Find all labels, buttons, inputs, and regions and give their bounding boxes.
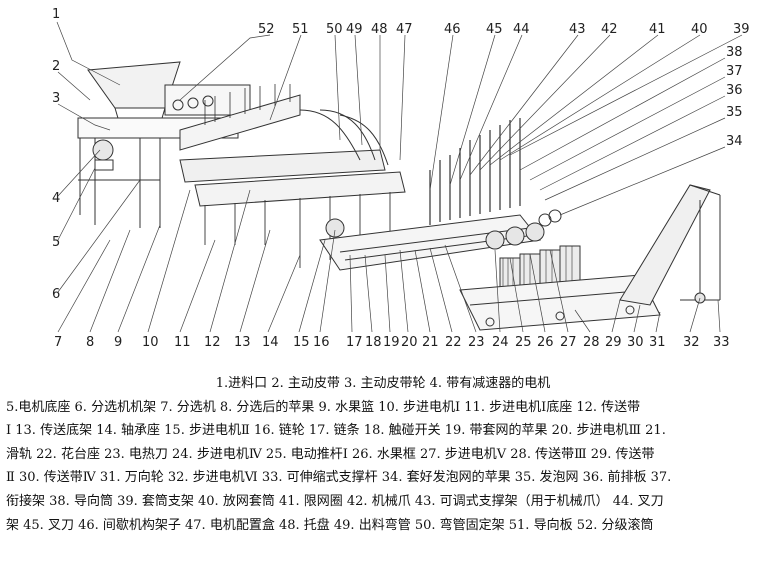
callout-number: 18	[365, 335, 382, 350]
callout-number: 25	[515, 335, 532, 350]
callout-number: 29	[605, 335, 622, 350]
callout-number: 2	[52, 59, 60, 74]
callout-number: 45	[486, 22, 503, 37]
callout-number: 13	[234, 335, 251, 350]
callout-number: 42	[601, 22, 618, 37]
callout-number: 36	[726, 83, 743, 98]
callout-number: 17	[346, 335, 363, 350]
callout-number: 16	[313, 335, 330, 350]
callout-number: 6	[52, 287, 60, 302]
callout-number: 10	[142, 335, 159, 350]
callout-number: 15	[293, 335, 310, 350]
caption-line: 滑轨 22. 花台座 23. 电热刀 24. 步进电机Ⅳ 25. 电动推杆Ⅰ 2…	[6, 446, 655, 462]
callout-number: 20	[401, 335, 418, 350]
callout-number: 44	[513, 22, 530, 37]
callout-number: 38	[726, 45, 743, 60]
callout-number: 49	[346, 22, 363, 37]
figure-caption: 1.进料口 2. 主动皮带 3. 主动皮带轮 4. 带有减速器的电机 5.电机底…	[6, 372, 760, 537]
callout-number: 32	[683, 335, 700, 350]
caption-line: Ⅱ 30. 传送带Ⅳ 31. 万向轮 32. 步进电机Ⅵ 33. 可伸缩式支撑杆…	[6, 470, 672, 486]
machine-illustration	[77, 61, 721, 331]
callout-number: 23	[468, 335, 485, 350]
callout-number: 26	[537, 335, 554, 350]
callout-number: 5	[52, 235, 60, 250]
callout-number: 30	[627, 335, 644, 350]
caption-line: Ⅰ 13. 传送底架 14. 轴承座 15. 步进电机Ⅱ 16. 链轮 17. …	[6, 423, 666, 439]
callout-numbers: 1 52 51 50 49 48 47 46 45 44 43 42 41 40…	[52, 7, 750, 350]
callout-number: 14	[262, 335, 279, 350]
callout-number: 37	[726, 64, 743, 79]
callout-number: 19	[383, 335, 400, 350]
callout-number: 52	[258, 22, 275, 37]
callout-number: 35	[726, 105, 743, 120]
callout-number: 7	[54, 335, 62, 350]
callout-number: 4	[52, 191, 60, 206]
callout-number: 24	[492, 335, 509, 350]
callout-number: 34	[726, 134, 743, 149]
callout-number: 39	[733, 22, 750, 37]
callout-number: 21	[422, 335, 439, 350]
callout-number: 41	[649, 22, 666, 37]
callout-number: 27	[560, 335, 577, 350]
callout-number: 12	[204, 335, 221, 350]
callout-number: 47	[396, 22, 413, 37]
callout-number: 22	[445, 335, 462, 350]
callout-number: 8	[86, 335, 94, 350]
callout-number: 51	[292, 22, 309, 37]
callout-number: 11	[174, 335, 191, 350]
caption-line: 5.电机底座 6. 分选机机架 7. 分选机 8. 分选后的苹果 9. 水果篮 …	[6, 399, 641, 415]
caption-line: 1.进料口 2. 主动皮带 3. 主动皮带轮 4. 带有减速器的电机	[215, 376, 551, 391]
callout-number: 9	[114, 335, 122, 350]
callout-leaders	[56, 21, 743, 333]
callout-number: 46	[444, 22, 461, 37]
callout-number: 40	[691, 22, 708, 37]
callout-number: 1	[52, 7, 60, 22]
machine-assembly-drawing: 1 52 51 50 49 48 47 46 45 44 43 42 41 40…	[52, 7, 750, 350]
caption-line: 衔接架 38. 导向筒 39. 套筒支架 40. 放网套筒 41. 限网圈 42…	[6, 493, 664, 509]
callout-number: 33	[713, 335, 730, 350]
callout-number: 43	[569, 22, 586, 37]
callout-number: 48	[371, 22, 388, 37]
callout-number: 31	[649, 335, 666, 350]
callout-number: 3	[52, 91, 60, 106]
caption-line: 架 45. 叉刀 46. 间歇机构架子 47. 电机配置盒 48. 托盘 49.…	[6, 517, 654, 533]
callout-number: 28	[583, 335, 600, 350]
callout-number: 50	[326, 22, 343, 37]
